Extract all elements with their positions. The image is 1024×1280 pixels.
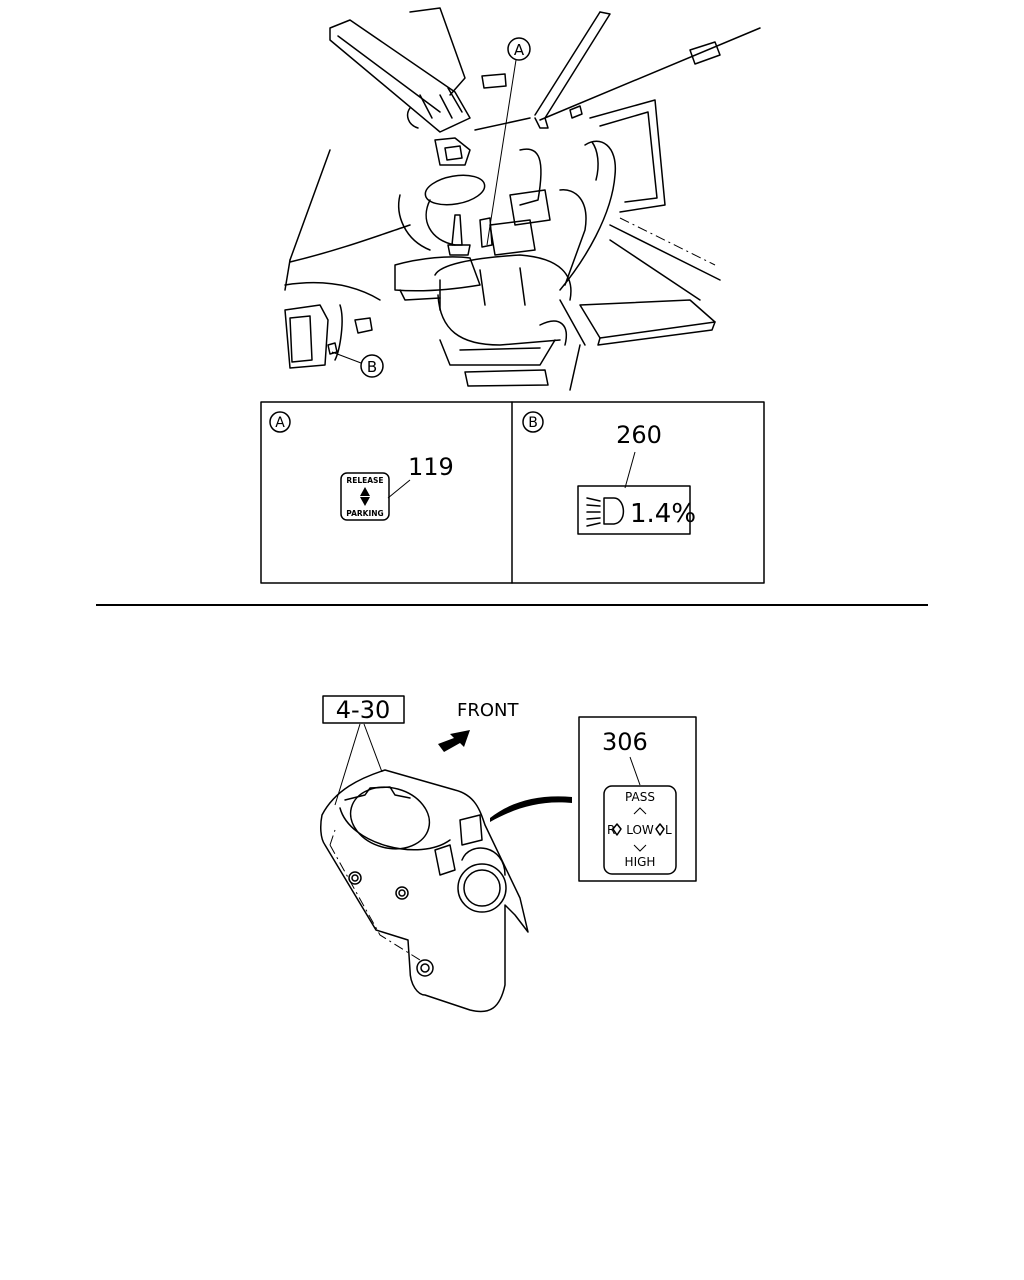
light-switch-part-number: 306 xyxy=(602,728,648,756)
callout-b-marker: B xyxy=(331,351,384,378)
detail-a-part-number: 119 xyxy=(408,453,454,481)
leveling-readout: 1.4% xyxy=(630,499,696,529)
front-arrow-icon xyxy=(438,730,470,752)
svg-text:A: A xyxy=(275,415,285,431)
svg-text:L: L xyxy=(665,823,672,837)
headlamp-icon xyxy=(586,497,625,527)
callout-a-marker: A xyxy=(486,37,531,246)
reference-box xyxy=(322,695,405,724)
arrow-up-icon xyxy=(360,487,370,496)
detail-a: A 119 RELEASE PARKING xyxy=(269,411,454,521)
diamond-right-icon xyxy=(655,823,665,836)
combination-switch-bracket xyxy=(320,769,529,1013)
svg-text:4-30: 4-30 xyxy=(336,696,390,724)
svg-text:LOW: LOW xyxy=(626,823,654,837)
svg-text:RELEASE: RELEASE xyxy=(346,476,383,485)
cab-interior-illustration xyxy=(284,7,761,391)
chevron-down-icon xyxy=(633,844,647,852)
svg-text:PARKING: PARKING xyxy=(346,509,383,518)
arrow-down-icon xyxy=(360,497,370,506)
chevron-up-icon xyxy=(633,807,647,815)
light-switch-face xyxy=(603,785,677,875)
svg-text:B: B xyxy=(367,358,377,376)
headlamp-leveling-display xyxy=(577,485,691,535)
svg-text:B: B xyxy=(528,415,538,431)
leader-curve xyxy=(490,796,572,822)
lower-section: 4-30 FRONT 306 PA xyxy=(320,695,697,1013)
detail-b-part-number: 260 xyxy=(616,421,662,449)
diamond-left-icon xyxy=(612,823,622,836)
svg-text:PASS: PASS xyxy=(625,790,655,804)
svg-text:HIGH: HIGH xyxy=(625,855,656,869)
front-label: FRONT xyxy=(457,700,519,721)
light-switch-detail-frame xyxy=(578,716,697,882)
parking-brake-switch xyxy=(340,472,390,521)
svg-text:A: A xyxy=(514,41,525,59)
svg-text:R: R xyxy=(607,823,615,837)
detail-b: B 260 1.4% xyxy=(522,411,696,535)
